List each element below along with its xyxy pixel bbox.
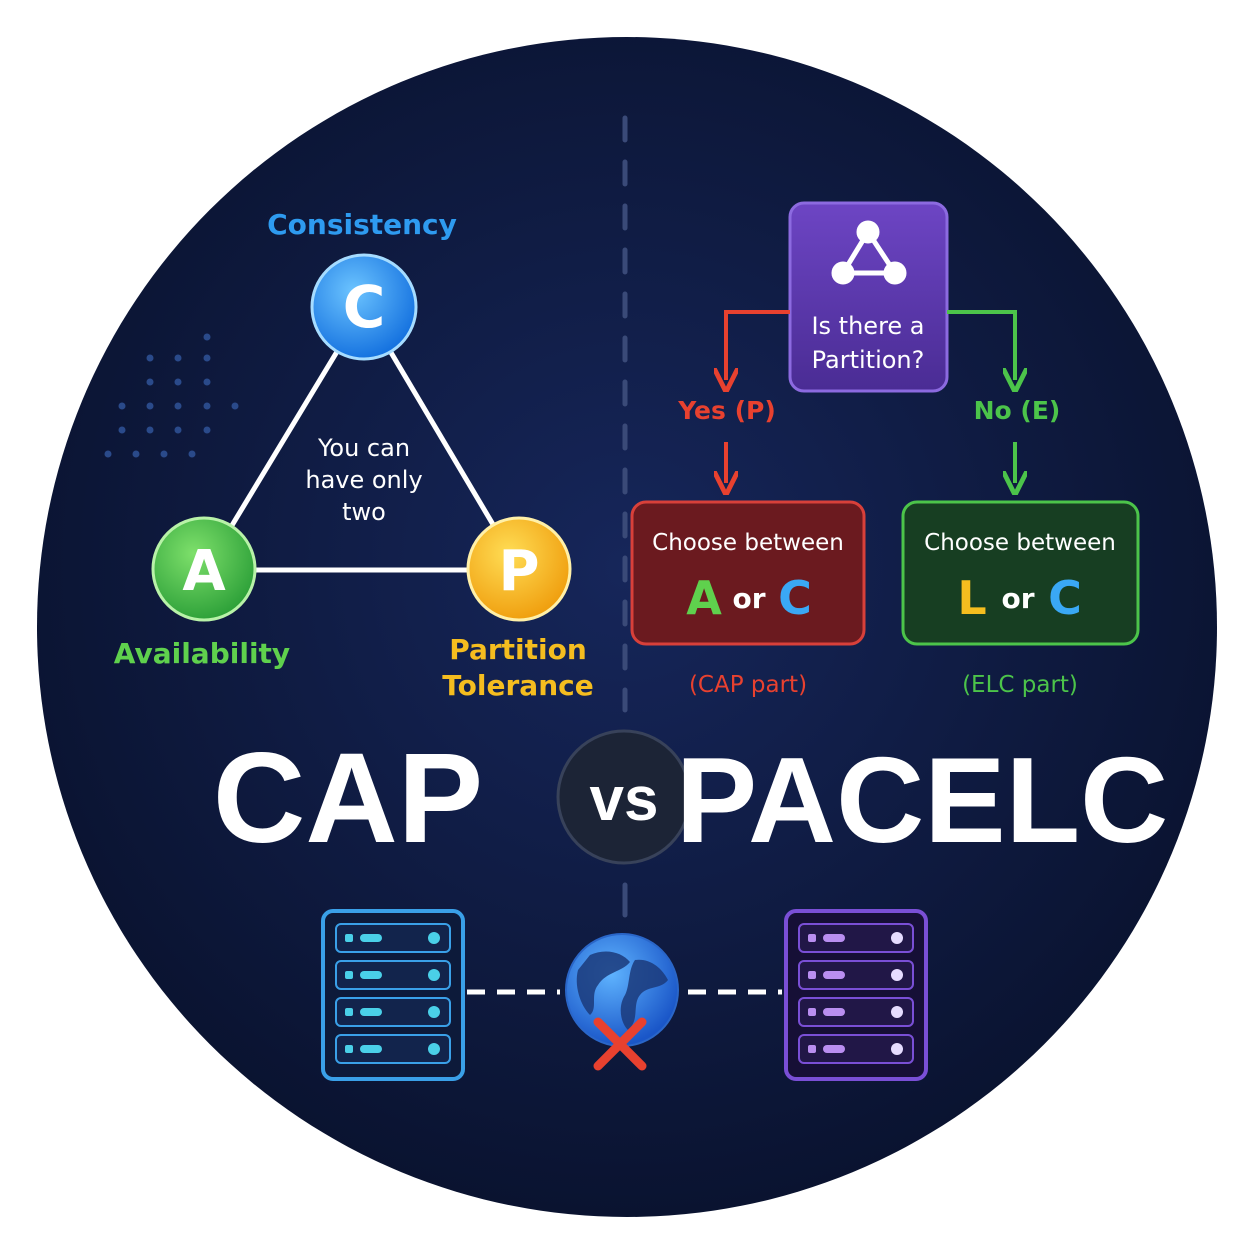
dot-grid-decoration [104, 333, 239, 458]
elc-part-caption: (ELC part) [962, 672, 1078, 698]
triangle-center-line1: You can [317, 434, 410, 462]
cap-choice-c: C [778, 571, 812, 625]
elc-choice-title: Choose between [924, 530, 1116, 556]
yes-label: Yes (P) [677, 396, 776, 425]
node-consistency: C [310, 253, 418, 361]
partition-label-line1: Partition [449, 633, 587, 666]
triangle-center-line3: two [342, 498, 386, 526]
partition-question-box: Is there a Partition? [788, 201, 949, 393]
x-mark-icon [593, 1017, 647, 1071]
cap-title: CAP [213, 727, 483, 870]
cap-choice-or: or [732, 582, 765, 615]
vs-badge: vs [556, 729, 692, 865]
vs-text: vs [590, 765, 659, 834]
elc-choice-l: L [957, 571, 986, 625]
node-a-letter: A [182, 539, 226, 604]
triangle-center-line2: have only [305, 466, 422, 494]
node-p-letter: P [498, 539, 539, 604]
server-rack-left-icon [321, 909, 465, 1081]
node-availability: A [151, 516, 257, 622]
cap-choice-a: A [686, 571, 722, 625]
consistency-label: Consistency [267, 208, 457, 241]
no-label: No (E) [974, 396, 1061, 425]
partition-label-line2: Tolerance [442, 669, 593, 702]
availability-label: Availability [114, 637, 290, 670]
network-graph-icon [831, 220, 907, 285]
node-partition: P [466, 516, 572, 622]
elc-choice-c: C [1048, 571, 1082, 625]
cap-part-caption: (CAP part) [689, 672, 807, 698]
question-line1: Is there a [811, 312, 924, 340]
globe-icon [565, 933, 679, 1047]
server-rack-right-icon [784, 909, 928, 1081]
node-c-letter: C [343, 273, 386, 341]
elc-choice-or: or [1001, 582, 1034, 615]
cap-choice-title: Choose between [652, 530, 844, 556]
pacelc-title: PACELC [676, 732, 1169, 868]
elc-choice-box: Choose between L or C [901, 500, 1140, 646]
no-arrow-top [947, 310, 1015, 380]
cap-choice-box: Choose between A or C [630, 500, 866, 646]
question-line2: Partition? [812, 346, 925, 374]
yes-arrow-top [726, 310, 790, 380]
